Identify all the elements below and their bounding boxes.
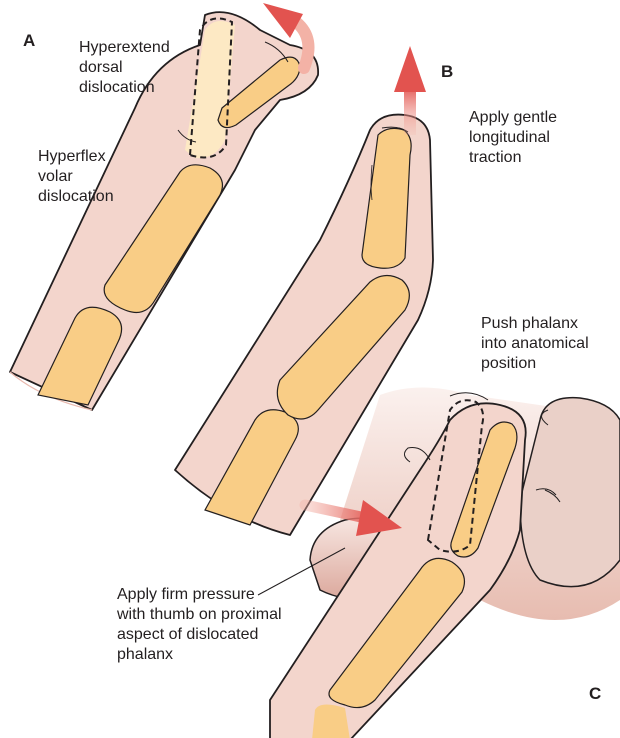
panel-a-proximal-phalanx bbox=[37, 306, 123, 406]
traction-label: Apply gentle longitudinal traction bbox=[469, 109, 558, 166]
panel-b-distal-phalanx bbox=[361, 127, 412, 269]
panel-b-arrow bbox=[394, 46, 426, 135]
panel-b-finger bbox=[174, 113, 434, 536]
pressure-label: Apply firm pressure with thumb on proxim… bbox=[117, 586, 282, 663]
pressure-leader-line bbox=[257, 547, 346, 596]
panel-c-proximal-phalanx bbox=[312, 704, 350, 738]
panel-c-skin bbox=[269, 402, 527, 738]
panel-a-arrow bbox=[263, 3, 315, 74]
panel-b-letter: B bbox=[441, 62, 454, 81]
panel-a-finger bbox=[9, 11, 319, 411]
panel-a-letter: A bbox=[23, 31, 36, 50]
hyperextend-label: Hyperextend dorsal dislocation bbox=[79, 39, 170, 96]
push-label: Push phalanx into anatomical position bbox=[481, 315, 589, 372]
panel-a-dislocated-phalanx bbox=[217, 56, 301, 129]
panel-c-middle-phalanx bbox=[328, 557, 465, 709]
panel-a-middle-phalanx bbox=[103, 164, 223, 313]
panel-b-middle-phalanx bbox=[276, 274, 410, 420]
panel-c-hand bbox=[269, 387, 620, 738]
panel-c-letter: C bbox=[589, 684, 602, 703]
panel-c-arrow bbox=[299, 499, 402, 536]
panel-a-dashed-outline bbox=[188, 17, 234, 159]
hyperflex-label: Hyperflex volar dislocation bbox=[38, 148, 114, 205]
panel-c-distal-phalanx bbox=[450, 421, 518, 558]
panel-c-adjacent-finger bbox=[519, 396, 620, 588]
panel-c-dashed-outline bbox=[426, 399, 485, 553]
